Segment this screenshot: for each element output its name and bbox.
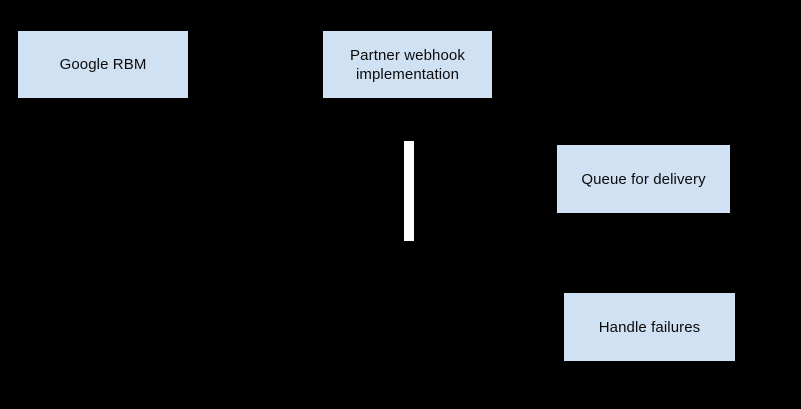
diagram-node-label: Partner webhook implementation — [350, 46, 465, 83]
diagram-node-partner-webhook[interactable]: Partner webhook implementation — [323, 31, 492, 98]
diagram-node-label: Google RBM — [59, 56, 147, 73]
diagram-connector-vertical-lifeline — [404, 141, 414, 241]
diagram-node-label: Handle failures — [598, 318, 701, 336]
diagram-node-label: Queue for delivery — [581, 170, 706, 188]
diagram-node-queue-for-delivery[interactable]: Queue for delivery — [557, 145, 730, 213]
diagram-node-handle-failures[interactable]: Handle failures — [564, 293, 735, 361]
diagram-node-google-rbm[interactable]: Google RBM — [18, 31, 188, 98]
